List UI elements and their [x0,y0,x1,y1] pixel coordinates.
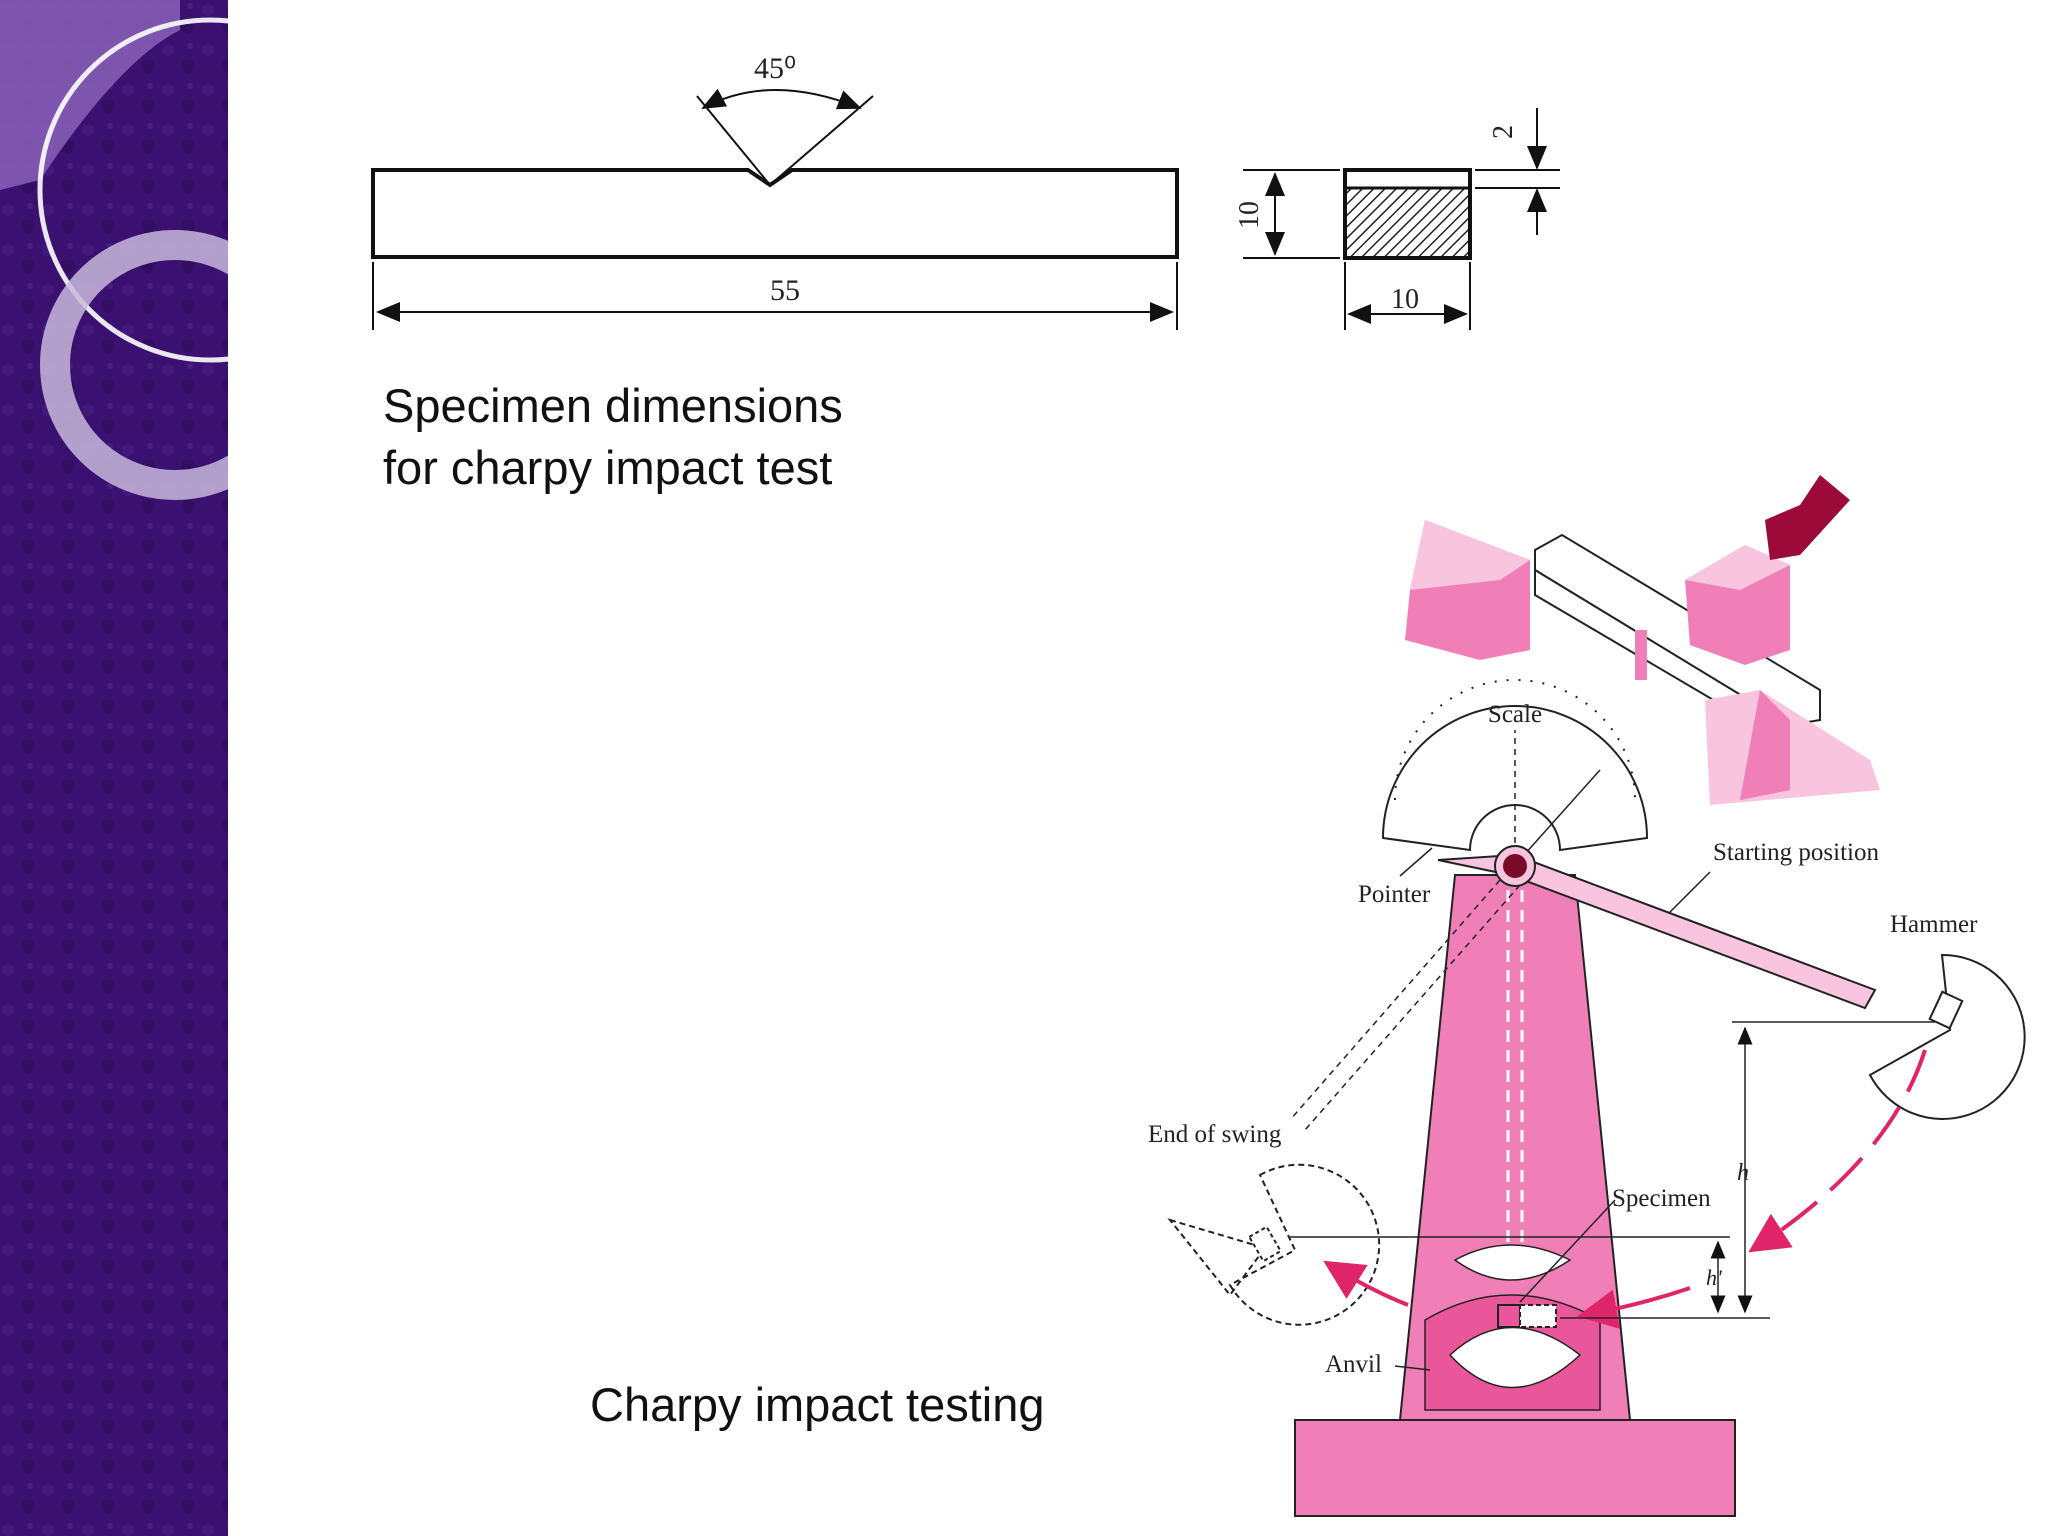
label-end-of-swing: End of swing [1148,1121,1282,1148]
label-h: h [1737,1160,1749,1186]
label-anvil: Anvil [1325,1351,1382,1378]
decorative-sidebar [0,0,228,1536]
width-dimension-label: 10 [1391,284,1419,315]
specimen-caption-line1: Specimen dimensions [383,379,843,432]
specimen-cross-section: 10 10 2 [1234,108,1560,330]
specimen-caption: Specimen dimensions for charpy impact te… [383,375,983,499]
height-markers: h h' [1290,1021,1935,1319]
notch-depth-label: 2 [1488,125,1519,139]
pendulum-arm [1167,845,2026,1326]
charpy-machine [1294,870,1736,1517]
swing-arrows [1323,1049,1927,1329]
label-h-prime: h' [1706,1265,1722,1290]
height-dimension-label: 10 [1234,201,1265,229]
specimen-on-supports-inset [1405,475,1880,805]
charpy-caption: Charpy impact testing [590,1378,1045,1431]
label-scale: Scale [1488,701,1542,728]
length-dimension-label: 55 [770,274,800,307]
label-specimen: Specimen [1612,1185,1711,1212]
machine-callouts: Scale Pointer Starting position Hammer E… [1148,701,1978,1378]
scale-dial [1381,679,1649,866]
notch-angle-label: 45⁰ [754,52,796,85]
label-starting-position: Starting position [1713,839,1879,866]
label-hammer: Hammer [1890,911,1978,938]
label-pointer: Pointer [1358,881,1431,908]
specimen-caption-line2: for charpy impact test [383,441,833,494]
sidebar-rings [0,0,228,1536]
specimen-side-view: 45⁰ 55 [371,52,1179,330]
